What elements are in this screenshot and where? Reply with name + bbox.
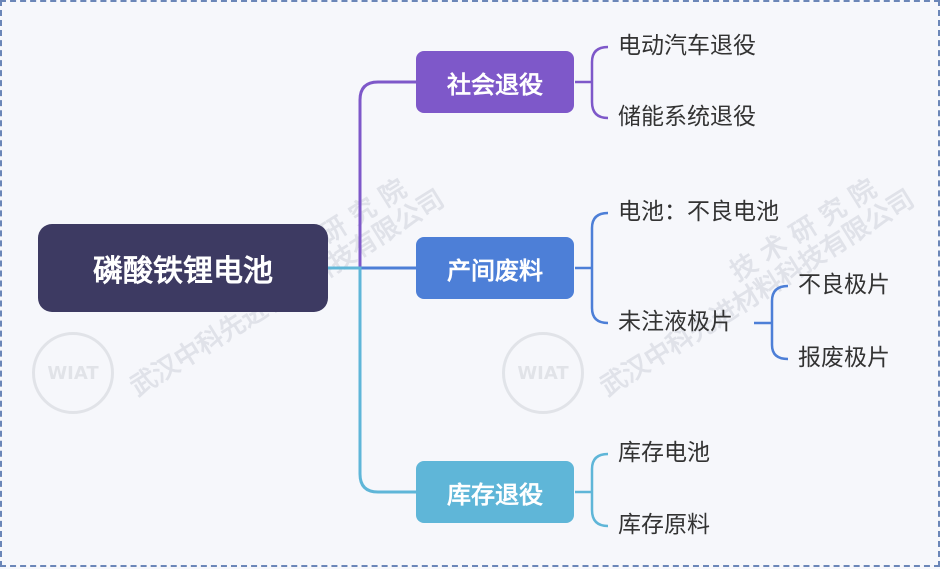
- watermark-seal: WIAT: [32, 332, 114, 414]
- root-node: 磷酸铁锂电池: [38, 224, 328, 312]
- seal-text: WIAT: [47, 362, 99, 384]
- connector-inventory-children: [575, 452, 609, 528]
- leaf-unfilled-electrode: 未注液极片: [618, 309, 733, 335]
- leaf-defective-electrode: 不良极片: [798, 272, 890, 298]
- branch-production: 产间废料: [416, 237, 574, 299]
- branch-inventory: 库存退役: [416, 461, 574, 523]
- leaf-ev-retired: 电动汽车退役: [618, 33, 756, 59]
- branch-inventory-label: 库存退役: [447, 480, 543, 509]
- connector-production-children: [575, 211, 609, 325]
- leaf-stock-material: 库存原料: [618, 512, 710, 538]
- watermark-seal: WIAT: [502, 332, 584, 414]
- connector-root-society: [328, 80, 416, 270]
- leaf-scrapped-electrode: 报废极片: [798, 345, 890, 371]
- connector-sub-children: [754, 284, 789, 361]
- branch-production-label: 产间废料: [447, 256, 543, 285]
- branch-society: 社会退役: [416, 51, 574, 113]
- seal-text: WIAT: [517, 362, 569, 384]
- connector-society-children: [575, 45, 609, 120]
- connector-root-inventory: [328, 266, 416, 494]
- branch-society-label: 社会退役: [447, 70, 543, 99]
- leaf-stock-battery: 库存电池: [618, 440, 710, 466]
- leaf-defective-battery: 电池：不良电池: [618, 199, 779, 225]
- leaf-storage-retired: 储能系统退役: [618, 104, 756, 130]
- root-label: 磷酸铁锂电池: [93, 254, 273, 289]
